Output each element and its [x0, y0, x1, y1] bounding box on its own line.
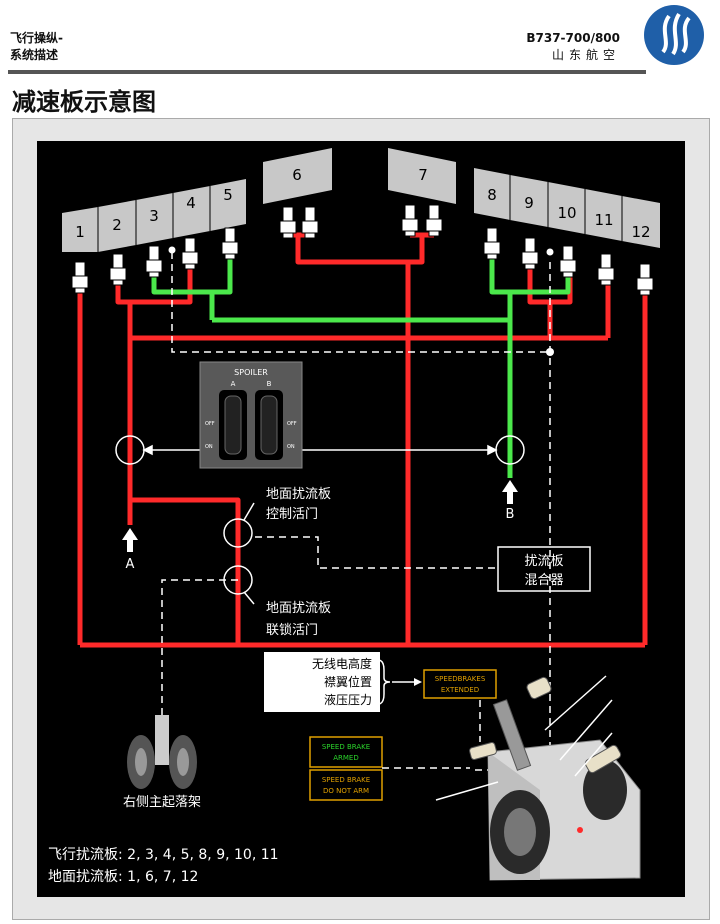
panel-label-2: 2 [112, 216, 122, 234]
header-rule [8, 70, 646, 74]
svg-text:ARMED: ARMED [333, 754, 359, 762]
up-position-label: UP [615, 727, 633, 742]
spoiler-panel-6 [263, 148, 332, 204]
panel-label-9: 9 [524, 194, 534, 212]
spoiler-panel-3 [136, 193, 173, 245]
svg-text:DO NOT ARM: DO NOT ARM [323, 787, 369, 795]
spoiler-panels: 1 2 3 4 5 6 7 8 9 10 11 12 [62, 148, 660, 252]
spoiler-panel-12 [622, 196, 660, 248]
spoiler-panel-11 [585, 189, 622, 241]
panel-label-10: 10 [557, 204, 576, 222]
preset-label: 预位 [611, 664, 637, 679]
switch-on-label-b: ON [287, 444, 295, 450]
panel-label-5: 5 [223, 186, 233, 204]
hydraulic-system-b-lines [151, 252, 571, 478]
panel-label-7: 7 [418, 166, 428, 184]
hydraulic-system-a-lines [77, 232, 648, 648]
airline-logo-icon [644, 5, 704, 65]
source-a-arrow-icon [122, 528, 138, 552]
spoiler-panel-7 [388, 148, 456, 204]
spoiler-panel-4 [173, 186, 210, 238]
speedbrake-lever-quadrant [469, 676, 641, 881]
input-conditions: 无线电高度 襟翼位置 液压压力 [264, 652, 422, 712]
switch-a-label: A [231, 380, 236, 388]
panel-label-6: 6 [292, 166, 302, 184]
panel-label-8: 8 [487, 186, 497, 204]
svg-text:SPEED BRAKE: SPEED BRAKE [322, 743, 370, 751]
speed-brake-do-not-arm-light: SPEED BRAKE DO NOT ARM [309, 769, 383, 801]
spoiler-panel-10 [548, 182, 585, 234]
panel-label-1: 1 [75, 223, 85, 241]
speedbrakes-extended-light: SPEEDBRAKES EXTENDED [423, 669, 497, 699]
mixer-label-2: 混合器 [524, 573, 563, 588]
speedbrake-lever-handle[interactable] [526, 676, 553, 700]
switch-b-label: B [267, 380, 272, 388]
spoiler-panel-8 [474, 168, 510, 220]
spoiler-panel-9 [510, 175, 548, 227]
svg-text:SPEED BRAKE: SPEED BRAKE [322, 776, 370, 784]
control-valve-label-1: 地面扰流板 [266, 487, 331, 502]
aircraft-model: B737-700/800 [526, 31, 620, 45]
switch-on-label-a: ON [205, 444, 213, 450]
header-left: 飞行操纵- 系统描述 [10, 30, 63, 64]
right-main-landing-gear-icon [127, 715, 197, 789]
source-b-label: B [506, 507, 515, 522]
source-b-arrow-icon [502, 480, 518, 504]
svg-text:SPEEDBRAKES: SPEEDBRAKES [435, 675, 486, 683]
ground-spoiler-control-valve [223, 518, 253, 548]
speed-brake-armed-light: SPEED BRAKE ARMED [309, 736, 383, 768]
input-radio-altitude: 无线电高度 [312, 656, 372, 671]
header-section: 系统描述 [10, 48, 59, 62]
input-flap-position: 襟翼位置 [324, 674, 372, 689]
landing-gear-label: 右侧主起落架 [123, 795, 201, 810]
panel-label-12: 12 [631, 223, 650, 241]
flight-detent-label: 飞行卡位 [615, 689, 667, 704]
switch-off-label-a: OFF [205, 421, 215, 427]
source-a-label: A [126, 557, 135, 572]
header-chapter: 飞行操纵- [10, 31, 63, 45]
ground-spoiler-interlock-valve [223, 565, 253, 595]
airline-name: 山东航空 [551, 48, 620, 62]
spoiler-panel-5 [210, 179, 246, 231]
panel-label-4: 4 [186, 194, 196, 212]
spoiler-mixer: 扰流板 混合器 [497, 546, 591, 592]
control-valve-label-2: 控制活门 [266, 507, 318, 522]
svg-text:EXTENDED: EXTENDED [441, 686, 479, 694]
mixer-label-1: 扰流板 [524, 554, 563, 569]
spoiler-switch-panel: SPOILER A B OFF ON OFF ON [199, 361, 303, 469]
ground-spoilers-legend: 地面扰流板: 1, 6, 7, 12 [48, 869, 198, 885]
speedbrake-handle-label: 减速板手柄 [342, 814, 407, 829]
valves [115, 435, 525, 595]
input-hydraulic-pressure: 液压压力 [324, 692, 372, 707]
panel-label-3: 3 [149, 207, 159, 225]
spoiler-panel-1 [62, 207, 98, 252]
page-title: 减速板示意图 [12, 87, 156, 116]
header-right: B737-700/800 山东航空 [526, 30, 620, 64]
switch-off-label-b: OFF [287, 421, 297, 427]
interlock-valve-label-2: 联锁活门 [266, 622, 318, 638]
flight-spoilers-legend: 飞行扰流板: 2, 3, 4, 5, 8, 9, 10, 11 [48, 847, 279, 863]
panel-label-11: 11 [594, 211, 613, 229]
spoiler-panel-2 [98, 200, 136, 252]
spoiler-switch-title: SPOILER [234, 368, 268, 377]
interlock-valve-label-1: 地面扰流板 [266, 601, 331, 616]
